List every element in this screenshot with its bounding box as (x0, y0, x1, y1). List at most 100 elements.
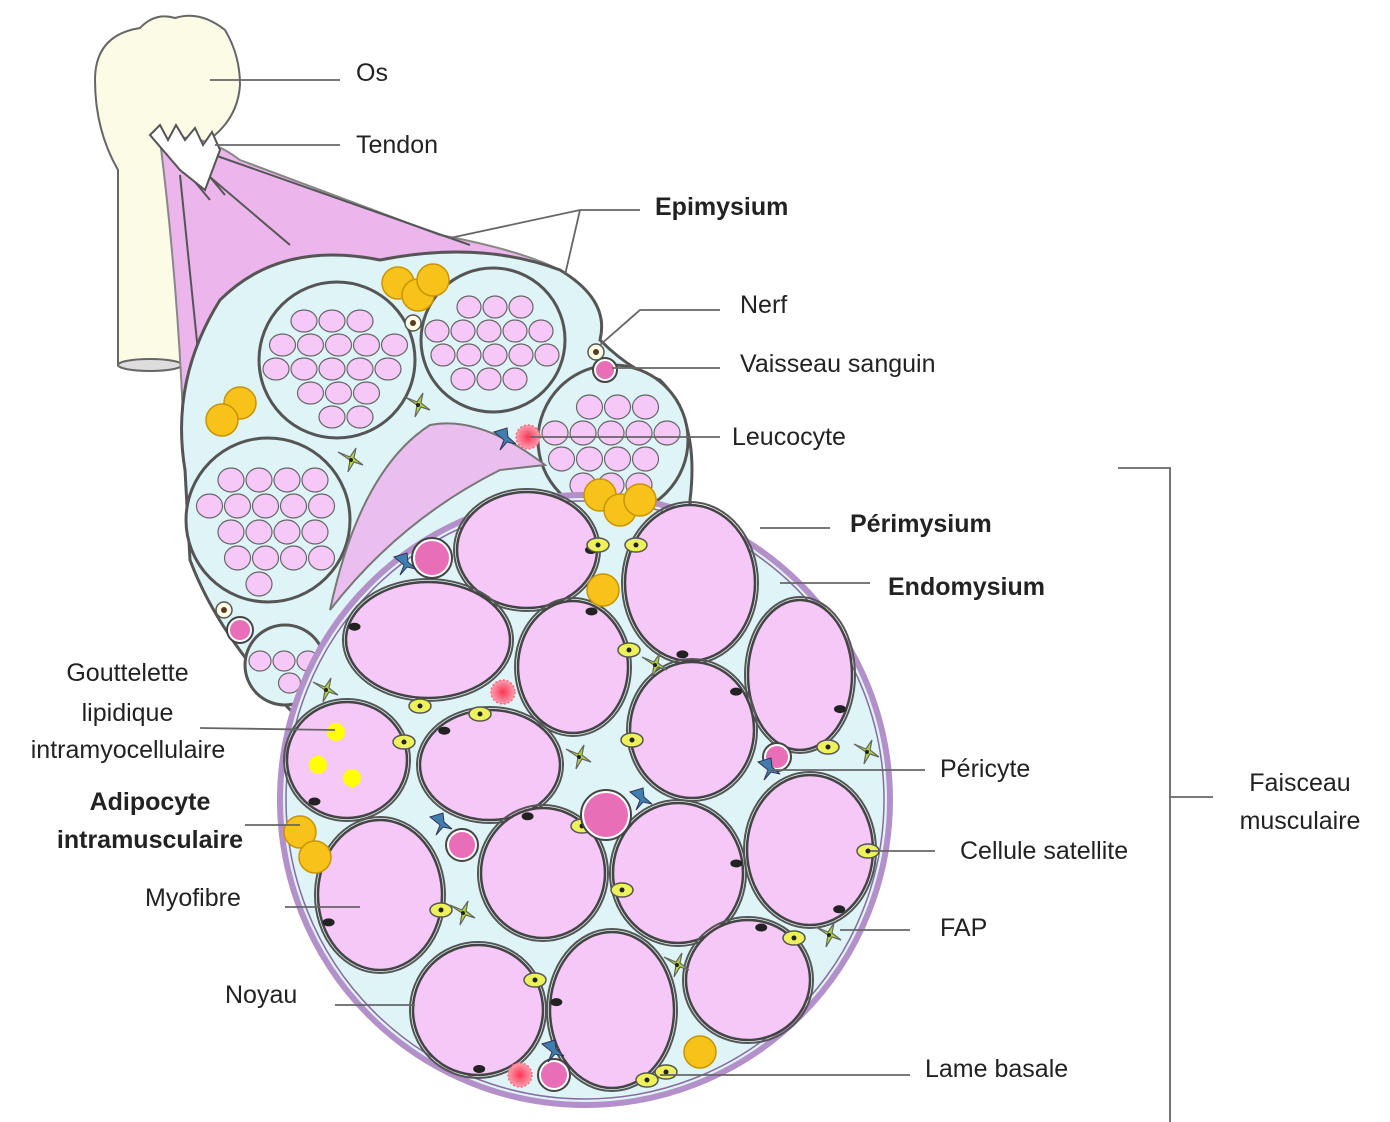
adipocyte (587, 574, 619, 606)
satellite-nucleus (402, 740, 407, 745)
satellite-nucleus (478, 712, 483, 717)
label-lame-basale: Lame basale (925, 1054, 1068, 1084)
satellite-nucleus (630, 738, 635, 743)
label-gouttelette-line-3: intramyocellulaire (8, 735, 248, 765)
small-myofibre (451, 320, 475, 342)
blood-vessel-lumen (584, 793, 628, 837)
small-myofibre (246, 520, 272, 544)
fap-nucleus (416, 403, 420, 407)
label-faisceau-line-2: musculaire (1220, 806, 1380, 836)
myofibre (318, 820, 442, 970)
label-vaisseau-sanguin: Vaisseau sanguin (740, 349, 936, 379)
small-myofibre (633, 395, 659, 419)
nucleus (676, 650, 688, 658)
nerve-core (593, 349, 599, 355)
nucleus (834, 705, 846, 713)
small-myofibre (253, 494, 279, 518)
fap-nucleus (827, 933, 831, 937)
small-myofibre (577, 447, 603, 471)
small-myofibre (570, 421, 596, 445)
nucleus (730, 859, 742, 867)
leucocyte (508, 1063, 532, 1087)
fap-nucleus (865, 750, 869, 754)
adipocyte (684, 1036, 716, 1068)
nerve-core (221, 607, 227, 613)
blood-vessel-lumen (596, 361, 614, 379)
lipid-droplet (343, 769, 361, 787)
fap-nucleus (653, 663, 657, 667)
small-myofibre (319, 358, 345, 380)
small-myofibre (509, 296, 533, 318)
small-myofibre (605, 447, 631, 471)
satellite-nucleus (627, 648, 632, 653)
label-gouttelette-line-2: lipidique (15, 698, 240, 728)
small-myofibre (218, 520, 244, 544)
small-myofibre (425, 320, 449, 342)
nucleus (473, 1065, 485, 1073)
satellite-nucleus (645, 1078, 650, 1083)
small-myofibre (225, 546, 251, 570)
label-gouttelette-line-1: Gouttelette (15, 658, 240, 688)
lipid-droplet (309, 756, 327, 774)
small-myofibre (654, 421, 680, 445)
nucleus (586, 607, 598, 615)
small-myofibre (503, 320, 527, 342)
small-myofibre (281, 546, 307, 570)
adipocyte (417, 264, 449, 296)
label-leucocyte: Leucocyte (732, 422, 846, 452)
blood-vessel-lumen (541, 1062, 567, 1088)
small-myofibre (281, 494, 307, 518)
small-myofibre (298, 334, 324, 356)
small-myofibre (509, 344, 533, 366)
small-myofibre (598, 421, 624, 445)
label-pericyte: Péricyte (940, 754, 1030, 784)
small-myofibre (246, 468, 272, 492)
small-myofibre (291, 310, 317, 332)
small-myofibre (197, 494, 223, 518)
label-adipocyte-line-2: intramusculaire (40, 825, 260, 855)
nerve-core (410, 320, 416, 326)
satellite-nucleus (866, 849, 871, 854)
small-myofibre (249, 651, 271, 671)
small-myofibre (605, 395, 631, 419)
fap-nucleus (324, 688, 328, 692)
small-myofibre (319, 310, 345, 332)
myofibre (748, 600, 852, 750)
small-myofibre (483, 344, 507, 366)
small-myofibre (263, 358, 289, 380)
satellite-nucleus (664, 1070, 669, 1075)
nucleus (755, 924, 767, 932)
satellite-nucleus (439, 908, 444, 913)
small-myofibre (483, 296, 507, 318)
label-endomysium: Endomysium (888, 572, 1045, 602)
small-myofibre (246, 572, 272, 596)
small-myofibre (354, 334, 380, 356)
small-myofibre (457, 344, 481, 366)
fap-nucleus (349, 458, 353, 462)
small-myofibre (319, 406, 345, 428)
small-myofibre (298, 382, 324, 404)
small-myofibre (626, 421, 652, 445)
fap-nucleus (461, 911, 465, 915)
nucleus (308, 798, 320, 806)
small-myofibre (477, 368, 501, 390)
blood-vessel-lumen (449, 832, 475, 858)
small-myofibre (225, 494, 251, 518)
small-myofibre (291, 358, 317, 380)
myofibre (747, 775, 873, 925)
satellite-nucleus (634, 543, 639, 548)
small-myofibre (274, 520, 300, 544)
small-myofibre (431, 344, 455, 366)
small-myofibre (375, 358, 401, 380)
myofibre (550, 932, 674, 1088)
label-cellule-satellite: Cellule satellite (960, 836, 1128, 866)
satellite-nucleus (826, 745, 831, 750)
myofibre (625, 505, 755, 661)
adipocyte (299, 841, 331, 873)
satellite-nucleus (596, 543, 601, 548)
adipocyte (206, 404, 238, 436)
bone-end (118, 359, 182, 371)
small-myofibre (382, 334, 408, 356)
small-myofibre (457, 296, 481, 318)
